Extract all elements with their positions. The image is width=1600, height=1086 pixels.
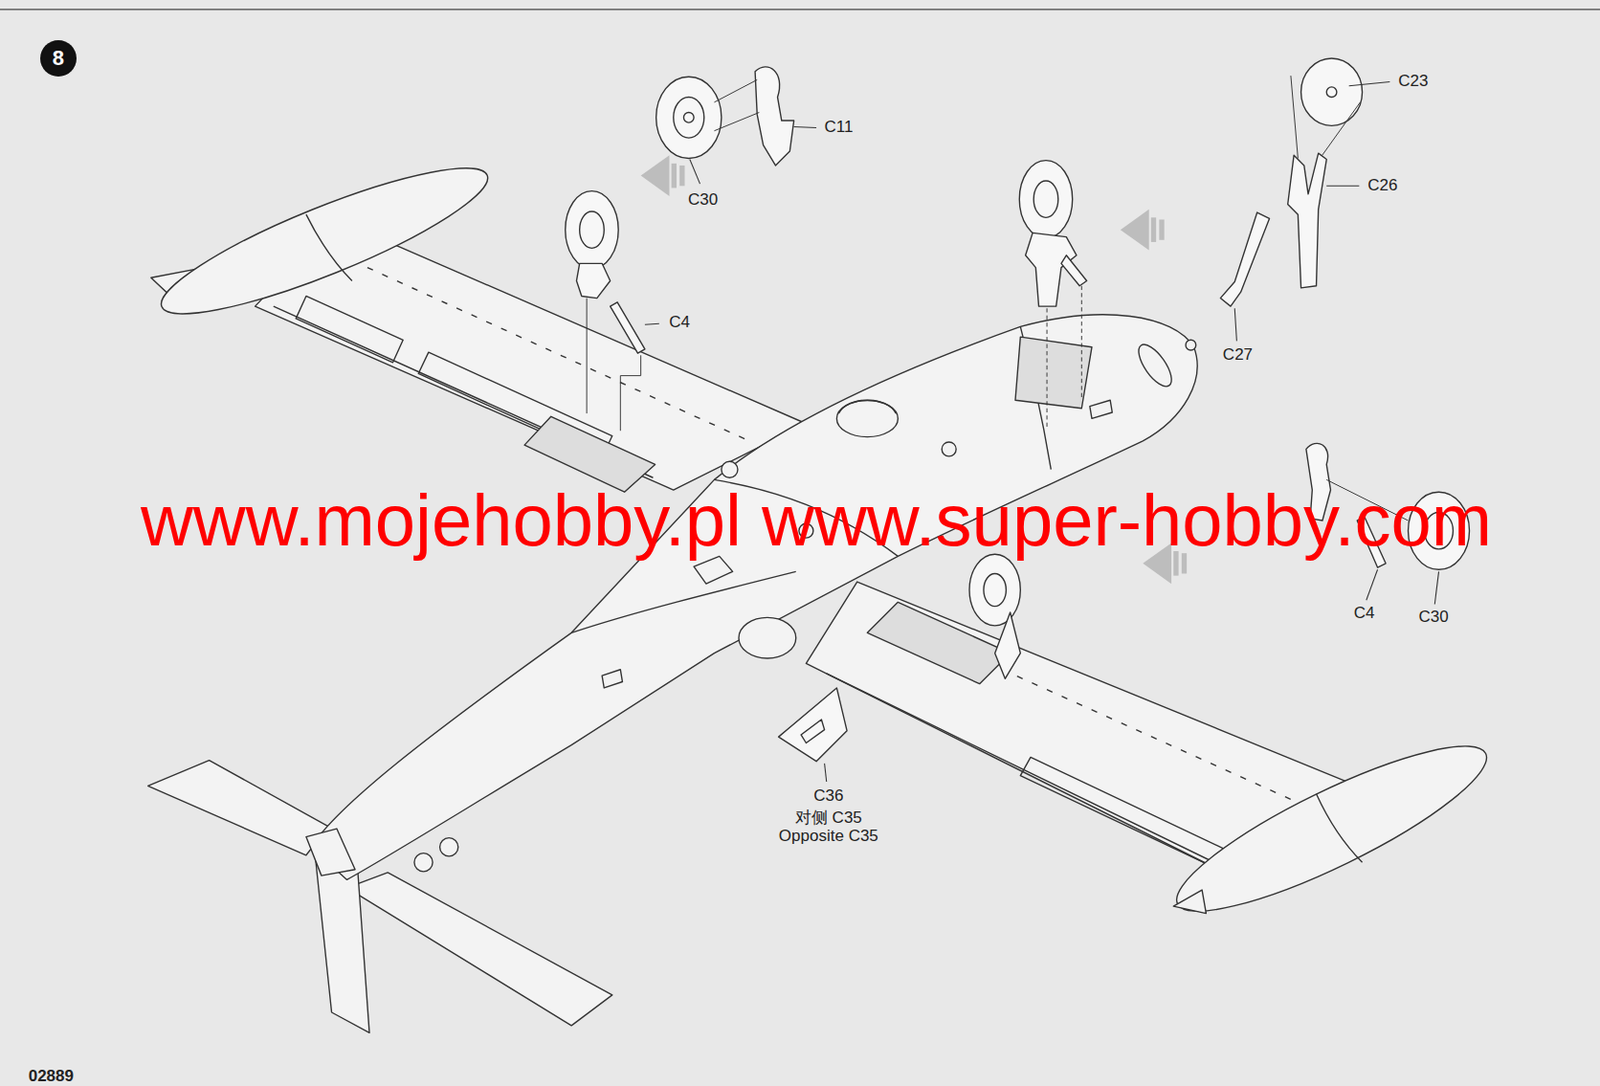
part-number: C26 — [1367, 176, 1398, 196]
leader-lines — [1326, 185, 1359, 187]
panel-slot — [800, 719, 825, 744]
left-tip-tank — [149, 144, 500, 339]
left-stabilizer — [148, 760, 330, 856]
strut — [995, 612, 1022, 679]
direction-arrows — [679, 165, 685, 186]
page-frame — [0, 8, 1600, 10]
wheel-axle — [1326, 87, 1337, 98]
canopy-dome — [836, 400, 898, 437]
part-number: C11 — [824, 118, 854, 138]
strut-arm — [1220, 212, 1269, 307]
gear-bay — [1015, 336, 1092, 409]
part-number: C27 — [1222, 345, 1253, 365]
hatch — [414, 853, 433, 872]
direction-arrows — [1120, 209, 1150, 251]
wheel-axle — [683, 112, 694, 124]
part-number: C36 — [813, 786, 844, 806]
note: 对侧 C35 — [795, 808, 863, 828]
wheel — [1019, 160, 1072, 239]
leader-lines — [644, 323, 660, 325]
direction-arrows — [1158, 219, 1164, 240]
right-tip-tank — [1160, 719, 1503, 938]
step-number: 8 — [40, 40, 77, 77]
hatch — [440, 838, 459, 857]
canopy-top — [839, 400, 897, 414]
panel-part — [778, 688, 847, 762]
nose-probe — [1185, 339, 1197, 351]
intake — [738, 617, 797, 659]
part-number: C23 — [1398, 72, 1428, 92]
wheel-hub — [1033, 180, 1059, 218]
tank-band — [1316, 794, 1363, 863]
hatch — [721, 461, 738, 478]
aircraft — [148, 144, 1503, 1034]
part-number: C30 — [1419, 607, 1449, 627]
tank-band — [306, 214, 353, 281]
leader-lines — [1434, 571, 1439, 604]
strut — [576, 263, 610, 298]
tail-cone — [306, 828, 356, 876]
leader-lines — [1349, 82, 1391, 87]
wheel-disc — [1301, 58, 1363, 126]
leader-lines — [1234, 308, 1237, 341]
leader-lines — [689, 159, 701, 185]
right-stabilizer — [347, 872, 613, 1026]
landing-gear-parts — [565, 58, 1470, 762]
wheel-hub — [579, 211, 605, 248]
assembly-line — [586, 298, 642, 432]
wheel-hub — [673, 97, 705, 139]
direction-arrows — [671, 163, 677, 189]
page-frame — [0, 8, 1600, 10]
leader-lines — [1366, 569, 1378, 600]
right-flap — [826, 673, 1225, 868]
leader-lines — [794, 126, 817, 128]
part-number: C4 — [1354, 603, 1376, 623]
strut — [1288, 153, 1328, 289]
tank-nose — [1173, 889, 1206, 914]
step-number-text: 8 — [52, 45, 65, 71]
leader-lines — [824, 763, 827, 782]
wheel-hub — [983, 573, 1006, 606]
part-number: C4 — [668, 312, 690, 333]
assembly-line — [713, 79, 759, 131]
assembly-line — [1290, 75, 1361, 164]
hatch — [941, 442, 956, 457]
nose-window — [1133, 339, 1178, 392]
strut — [755, 66, 795, 166]
assembly-line — [1046, 286, 1082, 429]
wheel — [969, 554, 1021, 626]
direction-arrows — [1151, 217, 1156, 243]
part-number: C30 — [688, 190, 718, 210]
direction-arrows — [641, 155, 670, 197]
wheel — [565, 191, 619, 269]
leader-lines — [644, 82, 1440, 783]
watermark: www.mojehobby.pl www.super-hobby.com — [140, 478, 1492, 562]
wheel — [656, 76, 722, 158]
fuselage — [311, 314, 1198, 881]
rivet-line — [367, 267, 746, 440]
note: Opposite C35 — [778, 827, 879, 847]
strut-arm — [1061, 255, 1088, 287]
rod — [610, 302, 645, 354]
catalog-number: 02889 — [28, 1066, 74, 1086]
